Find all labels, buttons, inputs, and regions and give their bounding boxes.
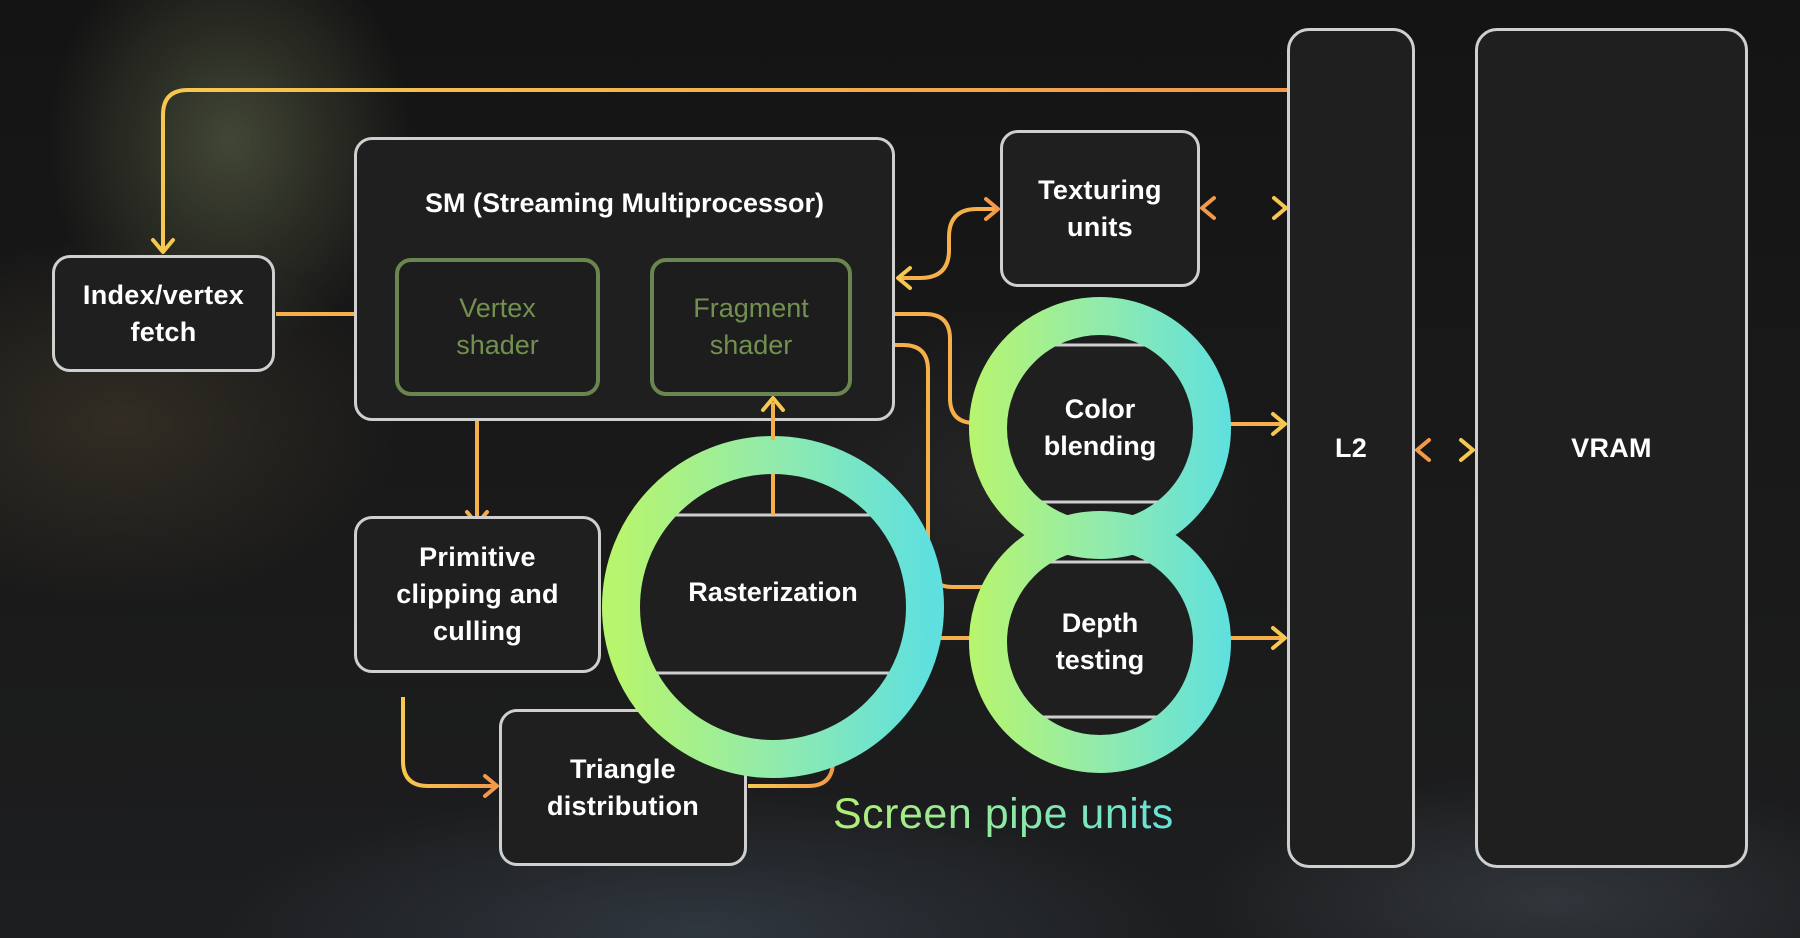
primitive-clipping-label: Primitive clipping and culling [396, 542, 559, 646]
l2-cache-box: L2 [1287, 28, 1415, 868]
vram-box: VRAM [1475, 28, 1748, 868]
arrowhead-left-icon [896, 266, 912, 290]
arrowhead-right-icon [1459, 438, 1475, 462]
arrowhead-right-icon [1271, 626, 1287, 650]
color-blending-label-wrap: Color blending [1000, 388, 1200, 468]
sm-title: SM (Streaming Multiprocessor) [424, 188, 825, 218]
texturing-units-box: Texturing units [1000, 130, 1200, 287]
fragment-shader-box: Fragment shader [650, 258, 852, 396]
vram-label: VRAM [1571, 432, 1652, 463]
vertex-shader-label: Vertex shader [456, 293, 539, 360]
arrowhead-right-icon [1272, 196, 1288, 220]
fragment-shader-label: Fragment shader [693, 293, 809, 360]
edge-fragment-to-depth [853, 343, 990, 589]
screen-pipe-units-label: Screen pipe units [833, 790, 1174, 838]
rasterization-unit [602, 436, 944, 778]
index-vertex-fetch-label: Index/vertex fetch [82, 279, 245, 347]
arrowhead-left-icon [1200, 196, 1216, 220]
texturing-units-label: Texturing units [1038, 174, 1162, 242]
vertex-shader-box: Vertex shader [395, 258, 600, 396]
edge-sm-texturing [899, 207, 996, 280]
l2-label: L2 [1334, 432, 1368, 463]
arrowhead-left-icon [1415, 438, 1431, 462]
rasterization-label-wrap: Rasterization [648, 555, 898, 629]
depth-testing-label-wrap: Depth testing [1000, 602, 1200, 682]
arrowhead-right-icon [1271, 412, 1287, 436]
triangle-distribution-label: Triangle distribution [546, 753, 700, 821]
primitive-clipping-box: Primitive clipping and culling [354, 516, 601, 673]
edge-l2-to-index-fetch [161, 88, 1287, 250]
arrowhead-up-icon [761, 396, 785, 412]
depth-testing-label: Depth testing [1055, 608, 1145, 675]
depth-testing-ring [969, 511, 1231, 773]
arrowhead-right-icon [483, 774, 499, 798]
index-vertex-fetch-box: Index/vertex fetch [52, 255, 275, 372]
edge-primitive-to-triangle [401, 697, 494, 788]
depth-testing-unit [988, 530, 1212, 754]
arrowhead-down-icon [151, 238, 175, 254]
rasterization-label: Rasterization [688, 576, 858, 607]
edge-fragment-to-color [853, 312, 990, 425]
arrowhead-right-icon [984, 197, 1000, 221]
color-blending-label: Color blending [1043, 394, 1157, 461]
